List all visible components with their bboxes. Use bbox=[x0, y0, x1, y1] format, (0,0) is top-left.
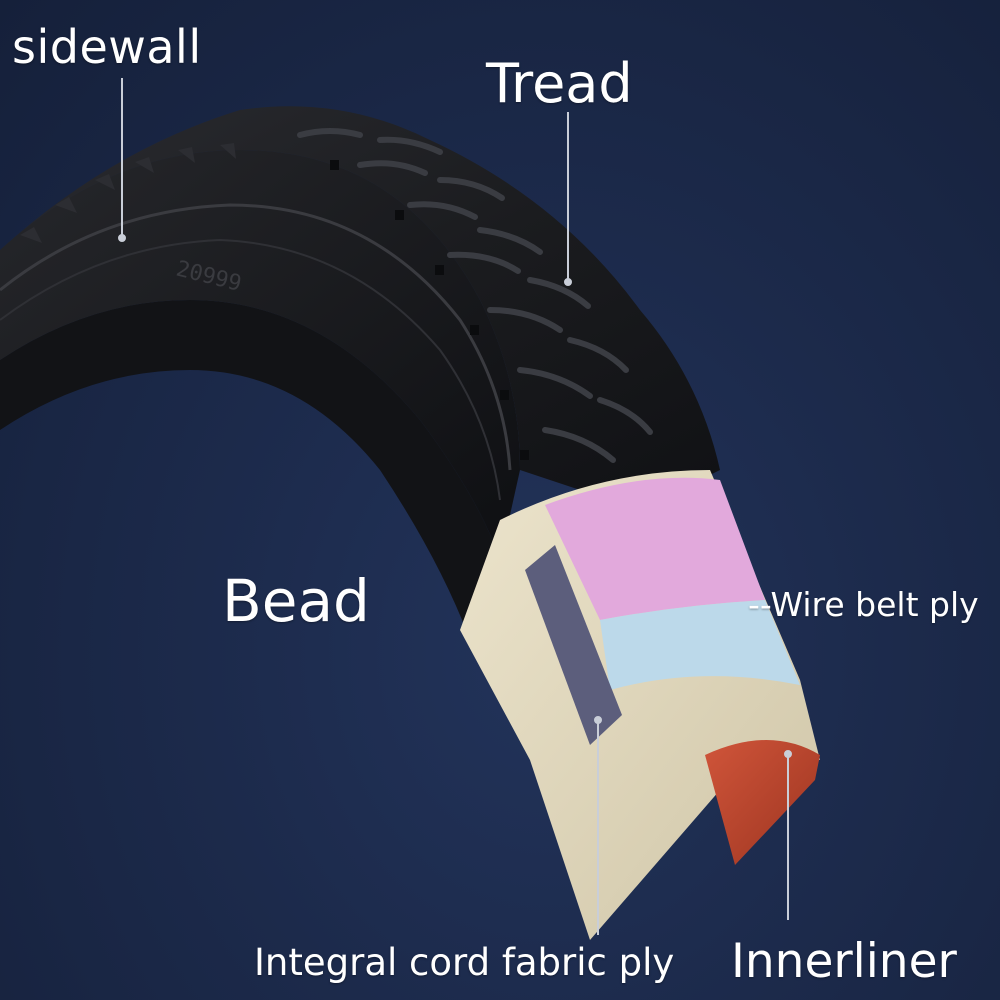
sidewall-leader-dot bbox=[118, 234, 126, 242]
sidewall-serrations bbox=[20, 143, 236, 243]
wire-belt-ply-layer bbox=[545, 477, 765, 620]
tread-blocks bbox=[297, 128, 653, 463]
innerliner-leader-dot bbox=[784, 750, 792, 758]
sidewall-ring bbox=[0, 203, 512, 471]
tire-bead-region bbox=[0, 300, 500, 640]
wire-belt-ply-label: --Wire belt ply bbox=[748, 585, 979, 624]
cap-ply-layer bbox=[600, 600, 800, 690]
integral-cord-fabric-ply-label: Integral cord fabric ply bbox=[254, 941, 675, 984]
tread-label: Tread bbox=[486, 52, 633, 115]
fabric-ply-layer bbox=[525, 545, 622, 745]
sidewall-ring bbox=[0, 238, 501, 501]
leader-lines bbox=[118, 78, 792, 935]
tread-sipes bbox=[330, 160, 529, 460]
sidewall-label: sidewall bbox=[12, 20, 202, 74]
fabric-ply-leader-dot bbox=[594, 716, 602, 724]
tread-leader-dot bbox=[564, 278, 572, 286]
innerliner-layer bbox=[705, 740, 820, 865]
tire-tread bbox=[0, 106, 720, 510]
bead-label: Bead bbox=[222, 567, 370, 635]
innerliner-label: Innerliner bbox=[731, 934, 957, 989]
